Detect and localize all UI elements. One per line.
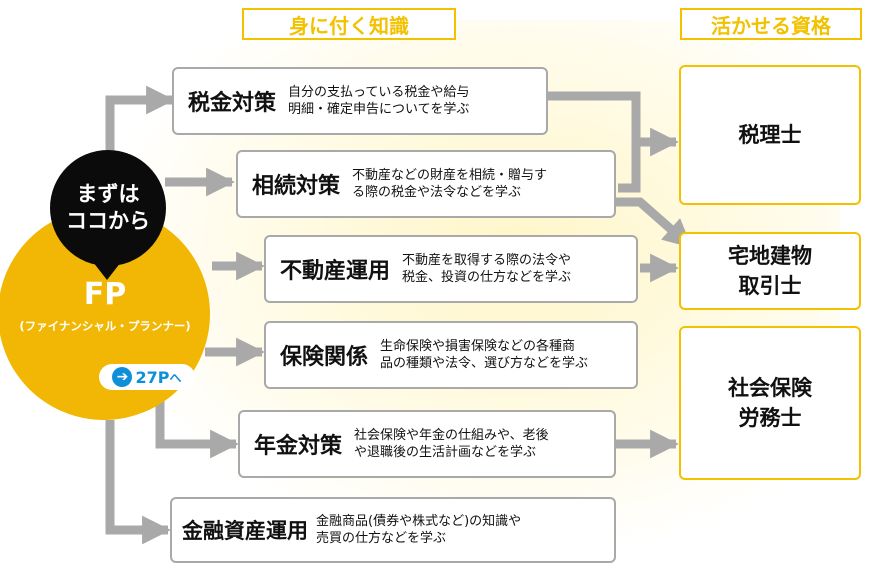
bubble-tail <box>93 262 121 280</box>
knowledge-desc: 社会保険や年金の仕組みや、老後 や退職後の生活計画などを学ぶ <box>354 427 549 461</box>
knowledge-title: 金融資産運用 <box>182 519 308 543</box>
qualification-sharoushi: 社会保険 労務士 <box>679 326 861 480</box>
desc-line: 生命保険や損害保険などの各種商 <box>380 339 576 354</box>
desc-line: 明細・確定申告についてを学ぶ <box>288 102 470 117</box>
fp-subtitle: (ファイナンシャル・プランナー) <box>19 319 191 333</box>
fp-title: FP <box>83 277 127 312</box>
connector-to-finance <box>105 420 171 545</box>
desc-line: る際の税金や法令などを学ぶ <box>352 185 522 200</box>
qualification-takken: 宅地建物 取引士 <box>679 232 861 310</box>
page-ref-suffix: へ <box>169 370 182 385</box>
knowledge-box-inheritance: 相続対策 不動産などの財産を相続・贈与す る際の税金や法令などを学ぶ <box>236 150 616 218</box>
arrow-right-circle-icon: ➔ <box>112 367 133 387</box>
desc-line: 品の種類や法令、選び方などを学ぶ <box>380 356 589 371</box>
knowledge-title: 相続対策 <box>252 174 341 199</box>
desc-line: 売買の仕方などを学ぶ <box>316 531 447 546</box>
page-ref-link[interactable]: ➔ 27P へ <box>99 364 195 390</box>
desc-line: 自分の支払っている税金や給与 <box>288 85 470 100</box>
qualification-zeirishi: 税理士 <box>679 65 861 205</box>
knowledge-box-tax: 税金対策 自分の支払っている税金や給与 明細・確定申告についてを学ぶ <box>172 67 548 135</box>
connector-inheritance-to-takken <box>614 197 693 250</box>
knowledge-desc: 不動産を取得する際の法令や 税金、投資の仕方などを学ぶ <box>402 252 571 286</box>
desc-line: 不動産などの財産を相続・贈与す <box>352 168 548 183</box>
knowledge-box-insurance: 保険関係 生命保険や損害保険などの各種商 品の種類や法令、選び方などを学ぶ <box>264 321 638 389</box>
start-bubble: まずは ココから <box>50 150 166 266</box>
knowledge-desc: 不動産などの財産を相続・贈与す る際の税金や法令などを学ぶ <box>352 167 547 201</box>
desc-line: 税金、投資の仕方などを学ぶ <box>402 270 572 285</box>
knowledge-box-pension: 年金対策 社会保険や年金の仕組みや、老後 や退職後の生活計画などを学ぶ <box>238 410 616 478</box>
knowledge-title: 税金対策 <box>188 91 277 116</box>
knowledge-desc: 生命保険や損害保険などの各種商 品の種類や法令、選び方などを学ぶ <box>380 338 588 372</box>
desc-line: 金融商品(債券や株式など)の知識や <box>316 514 522 529</box>
desc-line: や退職後の生活計画などを学ぶ <box>354 445 537 460</box>
header-knowledge: 身に付く知識 <box>242 8 456 40</box>
desc-line: 不動産を取得する際の法令や <box>402 253 572 268</box>
knowledge-box-realestate: 不動産運用 不動産を取得する際の法令や 税金、投資の仕方などを学ぶ <box>264 235 638 303</box>
knowledge-desc: 金融商品(債券や株式など)の知識や 売買の仕方などを学ぶ <box>316 513 521 547</box>
knowledge-title: 年金対策 <box>254 434 343 459</box>
header-qualifications: 活かせる資格 <box>680 8 862 40</box>
knowledge-box-finance: 金融資産運用 金融商品(債券や株式など)の知識や 売買の仕方などを学ぶ <box>170 497 616 563</box>
desc-line: 社会保険や年金の仕組みや、老後 <box>354 428 549 443</box>
connector-to-tax <box>105 85 175 150</box>
knowledge-title: 保険関係 <box>280 345 369 370</box>
connector-to-pension <box>155 400 239 459</box>
knowledge-title: 不動産運用 <box>280 259 391 284</box>
page-ref-text: 27P <box>135 367 170 387</box>
knowledge-desc: 自分の支払っている税金や給与 明細・確定申告についてを学ぶ <box>288 84 469 118</box>
